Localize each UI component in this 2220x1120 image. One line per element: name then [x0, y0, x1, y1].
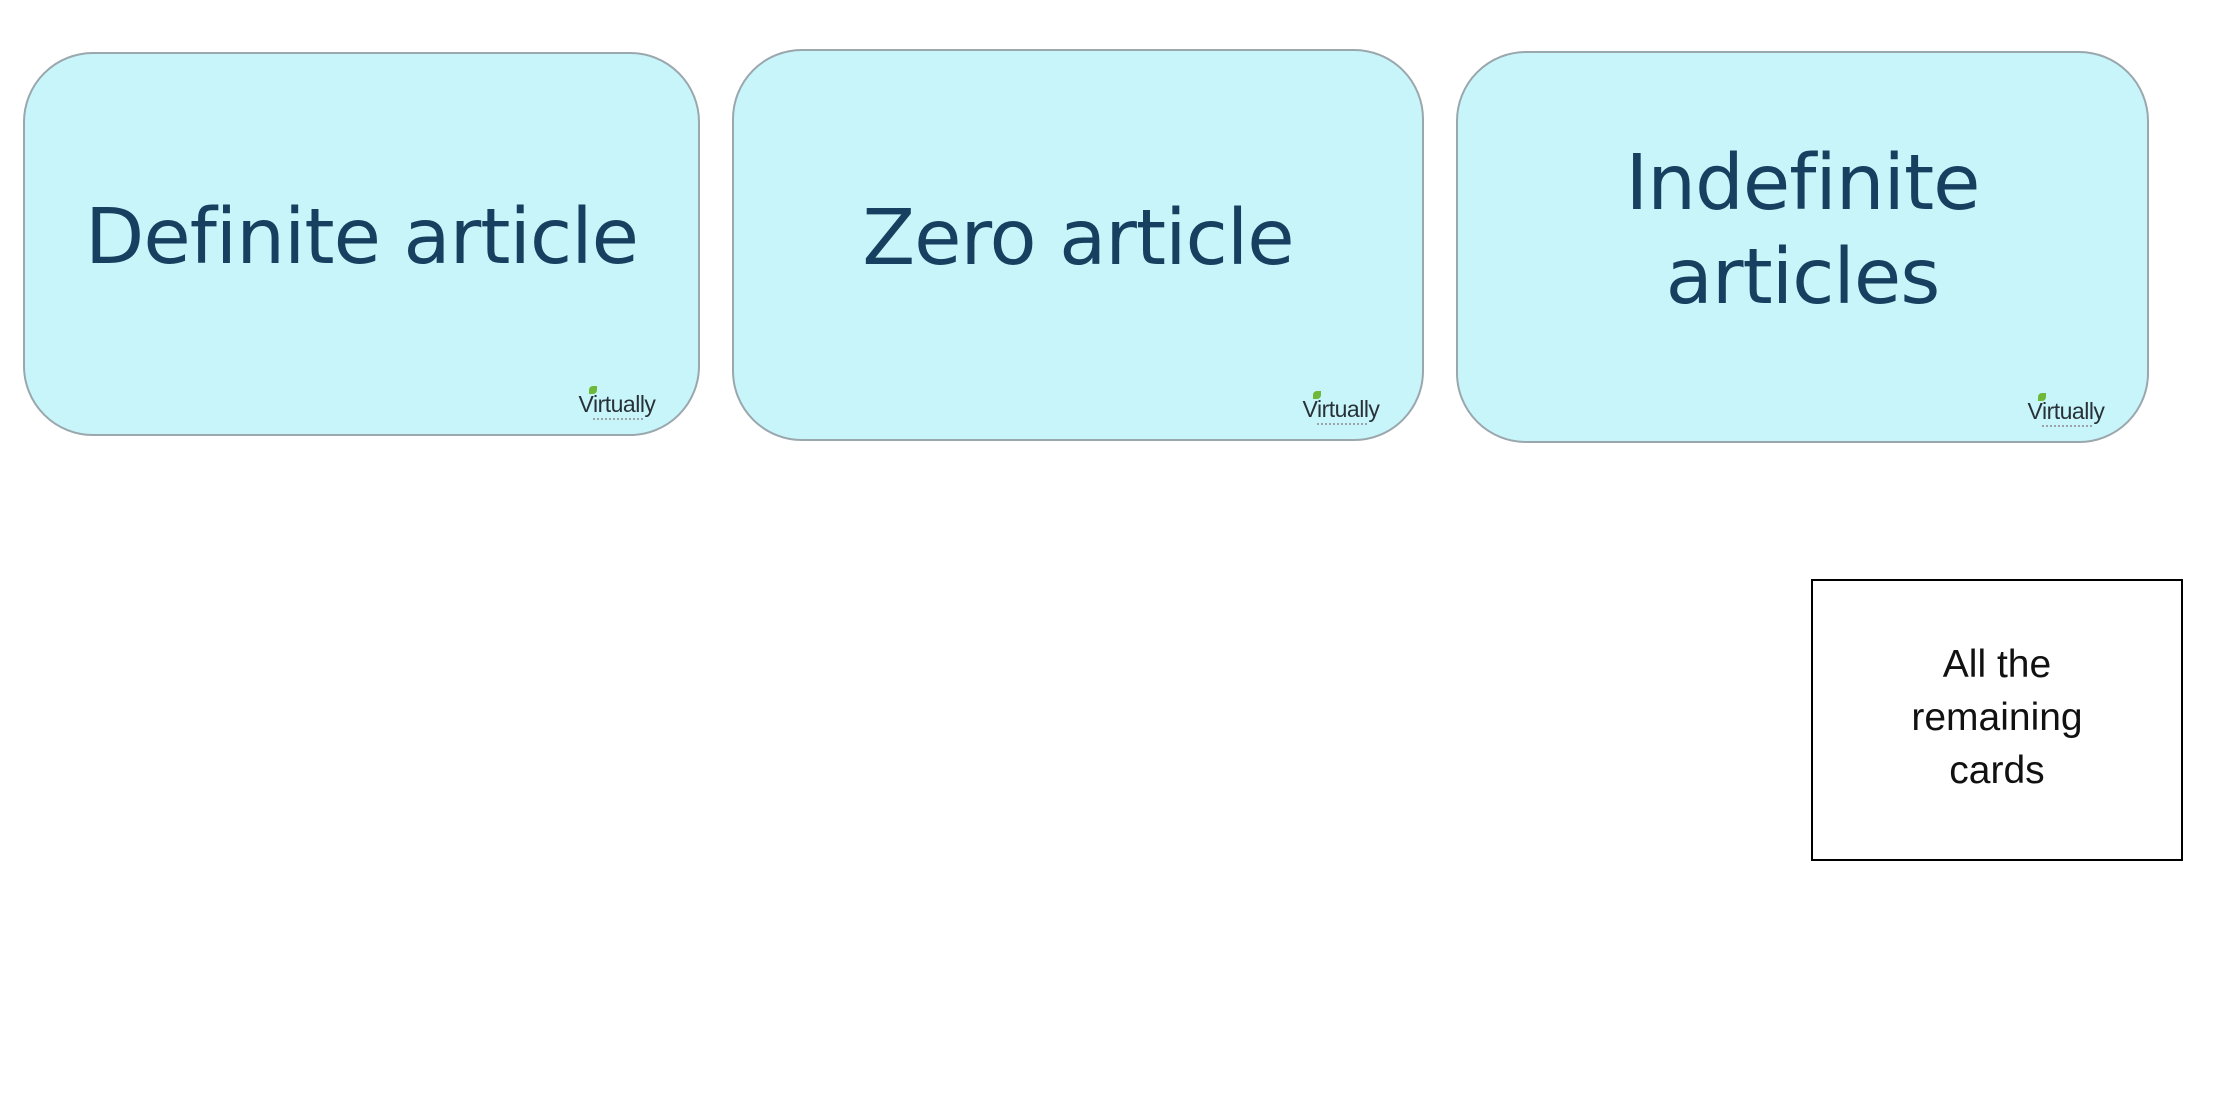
remaining-cards-pile[interactable]: All the remaining cards [1811, 579, 2183, 861]
zero-article-card[interactable]: Zero article Virtually [732, 49, 1424, 441]
leaf-icon [589, 386, 597, 394]
logo-underline [2042, 425, 2092, 430]
virtually-logo: Virtually [575, 386, 659, 424]
leaf-icon [2038, 393, 2046, 401]
card-title: Indefinite articles [1625, 139, 1980, 322]
logo-underline [593, 418, 643, 423]
logo-underline [1317, 423, 1367, 428]
logo-text: Virtually [2027, 398, 2105, 424]
virtually-logo: Virtually [1299, 391, 1383, 429]
card-title: Definite article [85, 193, 639, 282]
leaf-icon [1313, 391, 1321, 399]
card-title: Zero article [862, 194, 1294, 283]
logo-text: Virtually [1302, 396, 1380, 422]
virtually-logo: Virtually [2024, 393, 2108, 431]
definite-article-card[interactable]: Definite article Virtually [23, 52, 700, 436]
logo-text: Virtually [578, 391, 656, 417]
indefinite-articles-card[interactable]: Indefinite articles Virtually [1456, 51, 2149, 443]
remaining-cards-label: All the remaining cards [1911, 642, 2083, 792]
